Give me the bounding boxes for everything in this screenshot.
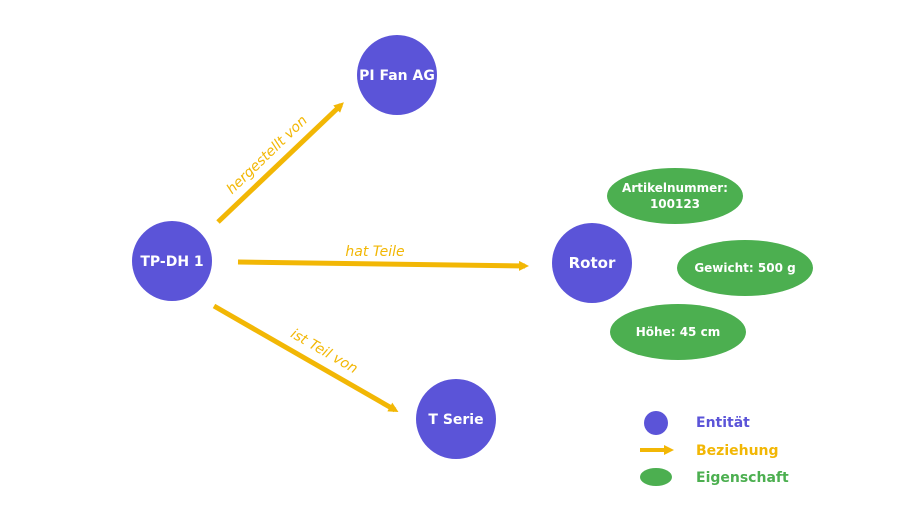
property-artikelnummer: Artikelnummer: 100123 xyxy=(607,168,743,224)
entity-t-serie: T Serie xyxy=(416,379,496,459)
property-gewicht: Gewicht: 500 g xyxy=(677,240,813,296)
property-artikelnummer-line2: 100123 xyxy=(650,197,700,211)
edge-hat-teile xyxy=(237,259,529,271)
entity-t-serie-label: T Serie xyxy=(428,412,483,428)
entity-tp-dh1: TP-DH 1 xyxy=(132,221,212,301)
entity-rotor: Rotor xyxy=(552,223,632,303)
entity-tp-dh1-label: TP-DH 1 xyxy=(140,254,203,270)
legend-entity-swatch xyxy=(644,411,668,435)
edge-label-hat-teile: hat Teile xyxy=(345,244,404,260)
legend: Entität Beziehung Eigenschaft xyxy=(640,411,789,486)
entity-rotor-label: Rotor xyxy=(569,254,616,272)
entity-pi-fan-ag-label: PI Fan AG xyxy=(359,68,435,84)
edge-ist-teil-von xyxy=(212,303,399,413)
property-hoehe: Höhe: 45 cm xyxy=(610,304,746,360)
edge-label-hergestellt-von: hergestellt von xyxy=(224,113,311,198)
property-hoehe-label: Höhe: 45 cm xyxy=(636,325,720,339)
entity-pi-fan-ag: PI Fan AG xyxy=(357,35,437,115)
property-gewicht-label: Gewicht: 500 g xyxy=(694,261,795,275)
legend-relation-label: Beziehung xyxy=(696,443,779,459)
legend-entity-label: Entität xyxy=(696,415,750,431)
edge-hergestellt-von xyxy=(216,102,344,224)
legend-property-swatch xyxy=(640,468,672,486)
legend-property-label: Eigenschaft xyxy=(696,470,789,486)
property-artikelnummer-line1: Artikelnummer: xyxy=(622,181,728,195)
